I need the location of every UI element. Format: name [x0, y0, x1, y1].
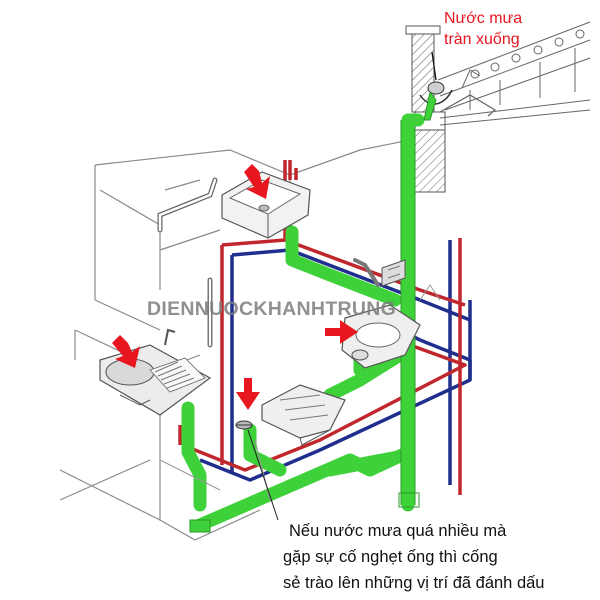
blockage-note: Nếu nước mưa quá nhiều mà gặp sự cố nghẹ… — [283, 518, 544, 596]
cold-water-pipes — [190, 225, 472, 485]
drain-pipe-outlines — [189, 120, 420, 533]
drain-pipes — [181, 113, 425, 532]
marker-arrow-toilet — [325, 320, 358, 344]
note-line-2: gặp sự cố nghẹt ống thì cống — [283, 548, 498, 566]
rain-overflow-label: Nước mưa tràn xuống — [444, 8, 522, 50]
kitchen-sink — [99, 328, 212, 416]
rain-label-line-1: Nước mưa — [444, 10, 523, 27]
grab-bar-toilet — [353, 258, 380, 287]
roof-structure — [419, 21, 591, 126]
roof-gutter-drain — [423, 51, 445, 121]
building-walls — [59, 139, 411, 541]
toilet-pan — [341, 304, 421, 369]
note-line-1: Nếu nước mưa quá nhiều mà — [289, 522, 507, 540]
flush-panel — [381, 259, 406, 287]
roof-wall-section — [405, 25, 446, 193]
marker-arrow-floor-drain — [236, 378, 260, 410]
marker-arrow-basin — [244, 164, 270, 199]
rain-label-line-2: tràn xuống — [444, 31, 520, 48]
note-line-3: sẻ trào lên những vị trí đã đánh dấu — [283, 574, 545, 592]
floor-drain — [235, 420, 253, 430]
grab-bar-basin-inner — [158, 178, 217, 232]
watermark: DIENNUOCKHANHTRUNG — [147, 298, 397, 320]
shower-seat — [261, 384, 346, 446]
note-leader-line — [247, 429, 279, 521]
marker-arrow-sink — [112, 335, 140, 368]
